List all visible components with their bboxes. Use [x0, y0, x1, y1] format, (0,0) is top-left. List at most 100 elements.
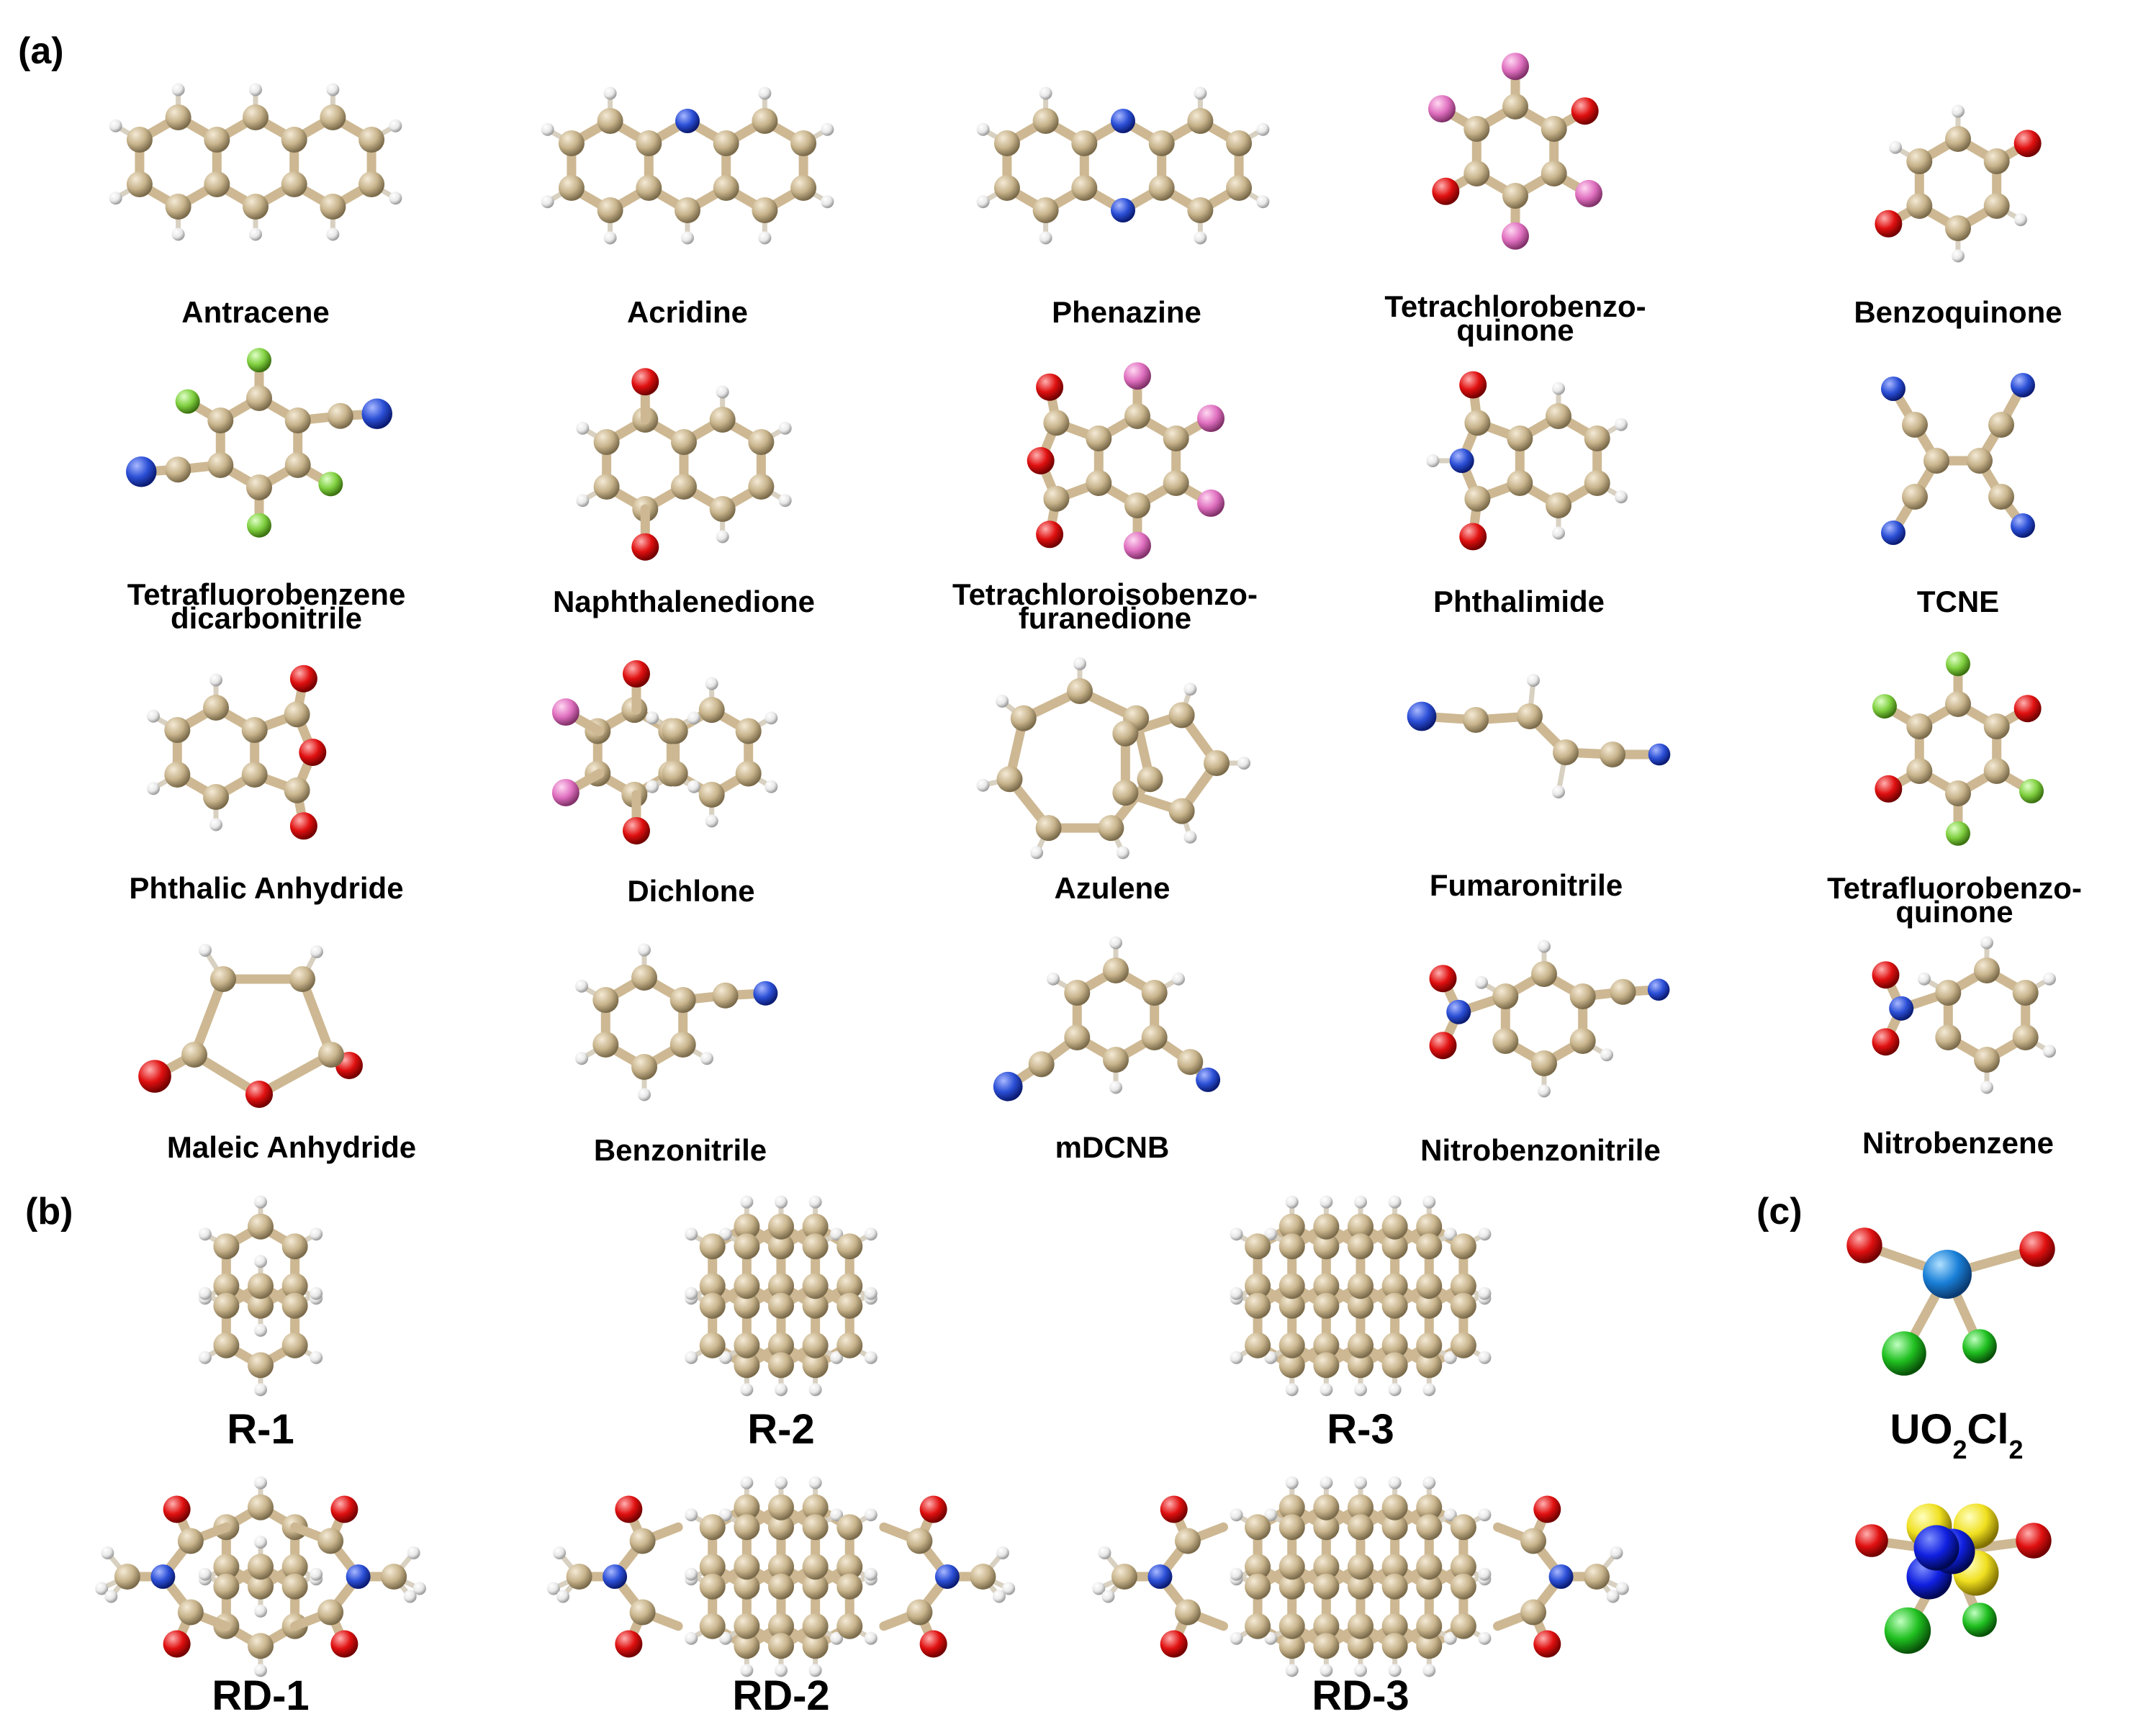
oxygen-atom [1872, 961, 1900, 989]
carbon-atom [996, 766, 1023, 793]
carbon-atom [358, 127, 385, 153]
carbon-atom [248, 1273, 274, 1299]
hydrogen-atom [646, 780, 659, 793]
hydrogen-atom [1109, 1081, 1122, 1094]
hydrogen-atom [996, 1546, 1009, 1559]
hydrogen-atom [685, 1631, 698, 1645]
carbon-atom [1450, 1233, 1476, 1260]
oxygen-atom [615, 1495, 643, 1523]
carbon-atom [246, 385, 272, 411]
nitrogen-atom [1889, 996, 1914, 1021]
carbon-atom [631, 965, 657, 991]
carbon-atom [1541, 161, 1567, 186]
carbon-atom [1278, 1633, 1305, 1659]
hydrogen-atom [1171, 972, 1185, 986]
carbon-atom [734, 1514, 760, 1541]
hydrogen-atom [1388, 1664, 1402, 1677]
fluorine-atom [175, 389, 200, 414]
oxygen-atom [138, 1060, 171, 1093]
hydrogen-atom [198, 1227, 212, 1241]
carbon-atom [1124, 403, 1150, 429]
carbon-atom [734, 1494, 760, 1520]
hydrogen-atom [1320, 1383, 1333, 1397]
carbon-atom [1071, 175, 1098, 201]
hydrogen-atom [1606, 1590, 1620, 1603]
bond [254, 1050, 336, 1099]
hydrogen-atom [249, 83, 262, 96]
oxygen-atom [299, 739, 327, 766]
hydrogen-atom [403, 1590, 417, 1603]
carbon-atom [802, 1273, 829, 1299]
carbon-atom [636, 130, 662, 156]
molecule-r-2 [685, 1195, 878, 1397]
hydrogen-atom [209, 673, 222, 687]
label-naphthalenedione: Naphthalenedione [553, 585, 815, 618]
carbon-atom [241, 717, 268, 743]
hydrogen-atom [1285, 1476, 1299, 1490]
carbon-atom [1463, 707, 1489, 733]
hydrogen-atom [700, 1052, 713, 1065]
carbon-atom [213, 1573, 240, 1600]
hydrogen-atom [1443, 1508, 1457, 1522]
carbon-atom [1245, 1613, 1271, 1639]
molecule-nitrobenzene [1872, 936, 2056, 1094]
carbon-atom [768, 1233, 794, 1260]
hydrogen-atom [310, 1227, 323, 1241]
carbon-atom [1450, 1332, 1476, 1358]
hydrogen-atom [412, 1582, 426, 1595]
carbon-atom [126, 171, 153, 197]
rd-2-imide-groups [546, 1495, 1016, 1658]
label-maleic-anhydride: Maleic Anhydride [167, 1130, 416, 1164]
carbon-atom [1148, 130, 1175, 156]
carbon-atom [1348, 1633, 1374, 1659]
carbon-atom [1187, 197, 1214, 223]
carbon-atom [1313, 1613, 1340, 1639]
hydrogen-atom [249, 227, 262, 241]
chlorine-atom [1427, 95, 1456, 123]
hydrogen-atom [716, 385, 729, 399]
hydrogen-atom [576, 494, 590, 508]
hydrogen-atom [1092, 1582, 1106, 1595]
hydrogen-atom [603, 231, 617, 245]
hydrogen-atom [1039, 231, 1052, 245]
carbon-atom [699, 1332, 726, 1358]
carbon-atom [566, 1564, 592, 1590]
carbon-atom [284, 407, 311, 433]
molecule-fumaronitrile [1407, 674, 1671, 798]
carbon-atom [699, 1554, 726, 1580]
carbon-atom [1348, 1273, 1374, 1299]
carbon-atom [1974, 1047, 2000, 1073]
carbon-atom [246, 474, 272, 500]
carbon-atom [126, 127, 153, 153]
carbon-atom [1245, 1332, 1271, 1358]
orbital-lobe-negative-atom [1913, 1525, 1959, 1571]
nitrogen-atom [1147, 1564, 1173, 1589]
carbon-atom [1983, 148, 2010, 174]
carbon-atom [1148, 175, 1175, 201]
nitrogen-atom [603, 1564, 628, 1589]
nitrogen-atom [993, 1071, 1023, 1101]
carbon-atom [203, 695, 229, 721]
carbon-atom [1010, 705, 1037, 731]
carbon-atom [241, 762, 268, 788]
oxygen-atom [2013, 130, 2042, 158]
carbon-atom [734, 1233, 760, 1260]
carbon-atom [671, 474, 697, 500]
carbon-atom [1035, 815, 1062, 842]
carbon-atom [802, 1352, 829, 1379]
carbon-atom [768, 1494, 794, 1520]
nitrogen-atom [1449, 449, 1474, 473]
hydrogen-atom [1116, 846, 1129, 860]
hydrogen-atom [1538, 1084, 1551, 1098]
hydrogen-atom [1230, 1286, 1243, 1300]
oxygen-atom [163, 1630, 191, 1658]
carbon-atom [802, 1554, 829, 1580]
carbon-atom [1313, 1292, 1340, 1319]
carbon-atom [802, 1573, 829, 1600]
hydrogen-atom [1230, 1567, 1243, 1581]
carbon-atom [713, 175, 739, 201]
rd-3-imide-groups [1092, 1495, 1629, 1658]
molecule-tetrafluorobenzoquinone [1872, 652, 2044, 846]
nitrogen-atom [1648, 743, 1671, 766]
carbon-atom [1416, 1633, 1443, 1659]
